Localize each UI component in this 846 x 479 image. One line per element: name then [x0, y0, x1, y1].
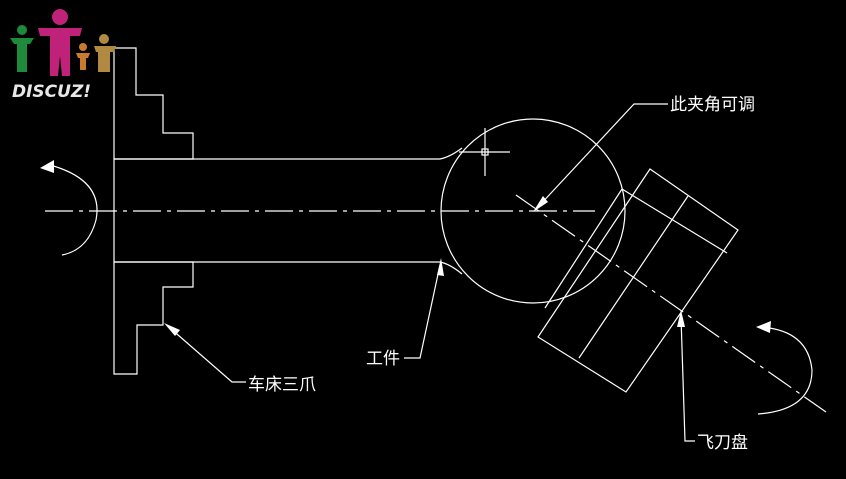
cutter-rotation-arc	[757, 326, 813, 415]
logo-text: DISCUZ!	[12, 82, 91, 102]
fly-cutter-edge-3	[621, 188, 728, 254]
leader-fly-cutter	[680, 316, 695, 442]
workpiece-shaft-bottom	[114, 261, 463, 275]
label-workpiece: 工件	[366, 349, 400, 369]
workpiece-shaft	[114, 147, 463, 160]
crosshair-cursor	[459, 128, 510, 176]
label-angle-adjustable: 此夹角可调	[670, 95, 755, 115]
leader-angle-arrowhead	[533, 196, 548, 212]
leader-chuck	[169, 327, 246, 383]
cutter-rotation-arrowhead	[756, 321, 771, 333]
cutter-centerline	[515, 194, 827, 413]
label-chuck: 车床三爪	[248, 375, 316, 395]
leader-workpiece	[404, 264, 441, 359]
discuz-logo: DISCUZ!	[10, 9, 116, 102]
spindle-rotation-arrowhead	[40, 160, 54, 173]
spindle-rotation-arc	[49, 164, 98, 256]
fly-cutter-body	[537, 168, 739, 393]
leader-angle	[537, 103, 668, 208]
fly-cutter-edge-2	[578, 195, 689, 359]
logo-figure-tan	[94, 34, 116, 72]
logo-figure-orange	[76, 43, 90, 70]
label-fly-cutter: 飞刀盘	[697, 433, 748, 453]
logo-figure-magenta	[38, 9, 82, 76]
leader-chuck-arrowhead	[164, 323, 180, 336]
fly-cutter-edge-1	[544, 188, 623, 309]
leader-workpiece-arrowhead	[437, 258, 444, 276]
leader-fly-cutter-arrowhead	[677, 310, 685, 327]
logo-figure-green	[10, 25, 34, 72]
